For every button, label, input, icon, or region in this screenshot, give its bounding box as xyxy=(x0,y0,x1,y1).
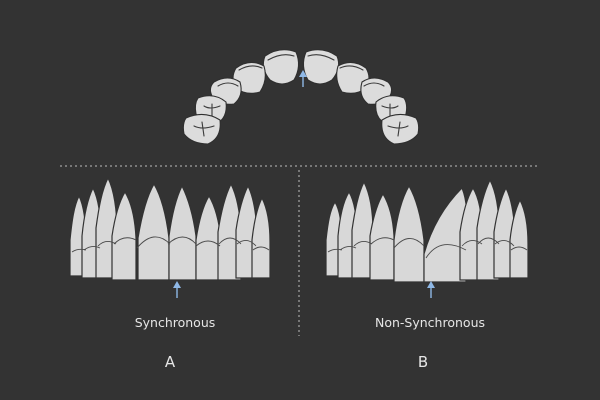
arch-premolar-1-left-groove xyxy=(203,103,221,117)
panel-b-teeth xyxy=(325,178,529,298)
panel-b-caption: Non-Synchronous xyxy=(375,315,485,330)
arch-lateral-incisor-left-edge xyxy=(238,65,263,71)
panel-a-tooth-10 xyxy=(251,196,271,279)
panel-b-tooth-10 xyxy=(509,198,529,279)
panel-a-arrow xyxy=(173,281,181,298)
dental-arch xyxy=(182,49,420,145)
arch-lateral-incisor-right-edge xyxy=(339,65,364,71)
panel-b-tooth-4 xyxy=(369,192,395,281)
panel-a-tooth-4 xyxy=(111,190,137,281)
arch-arrow xyxy=(299,70,307,87)
arch-canine-right-edge xyxy=(363,82,385,87)
panel-a-tooth-5 xyxy=(137,182,170,281)
panel-b-letter: B xyxy=(417,353,429,371)
arch-premolar-2-left-groove xyxy=(193,121,215,137)
arch-central-incisor-right-edge xyxy=(307,54,335,61)
panel-b-arrow xyxy=(427,281,435,298)
panel-b-gumline xyxy=(327,237,528,259)
arch-premolar-2-right-groove xyxy=(387,121,409,137)
panel-a-tooth-6 xyxy=(168,184,197,281)
panel-b-tooth-5 xyxy=(393,184,425,283)
arch-central-incisor-left-edge xyxy=(267,54,295,61)
panel-a-letter: A xyxy=(164,353,176,371)
panel-a-caption: Synchronous xyxy=(134,315,216,330)
arch-premolar-2-left xyxy=(182,113,221,145)
panel-a-tooth-7 xyxy=(195,194,222,281)
panel-a-teeth xyxy=(69,176,271,298)
arch-canine-left-edge xyxy=(217,82,239,87)
arch-premolar-2-right xyxy=(381,113,420,145)
arch-premolar-1-right-groove xyxy=(381,103,399,117)
panel-a-gumline xyxy=(71,236,270,253)
